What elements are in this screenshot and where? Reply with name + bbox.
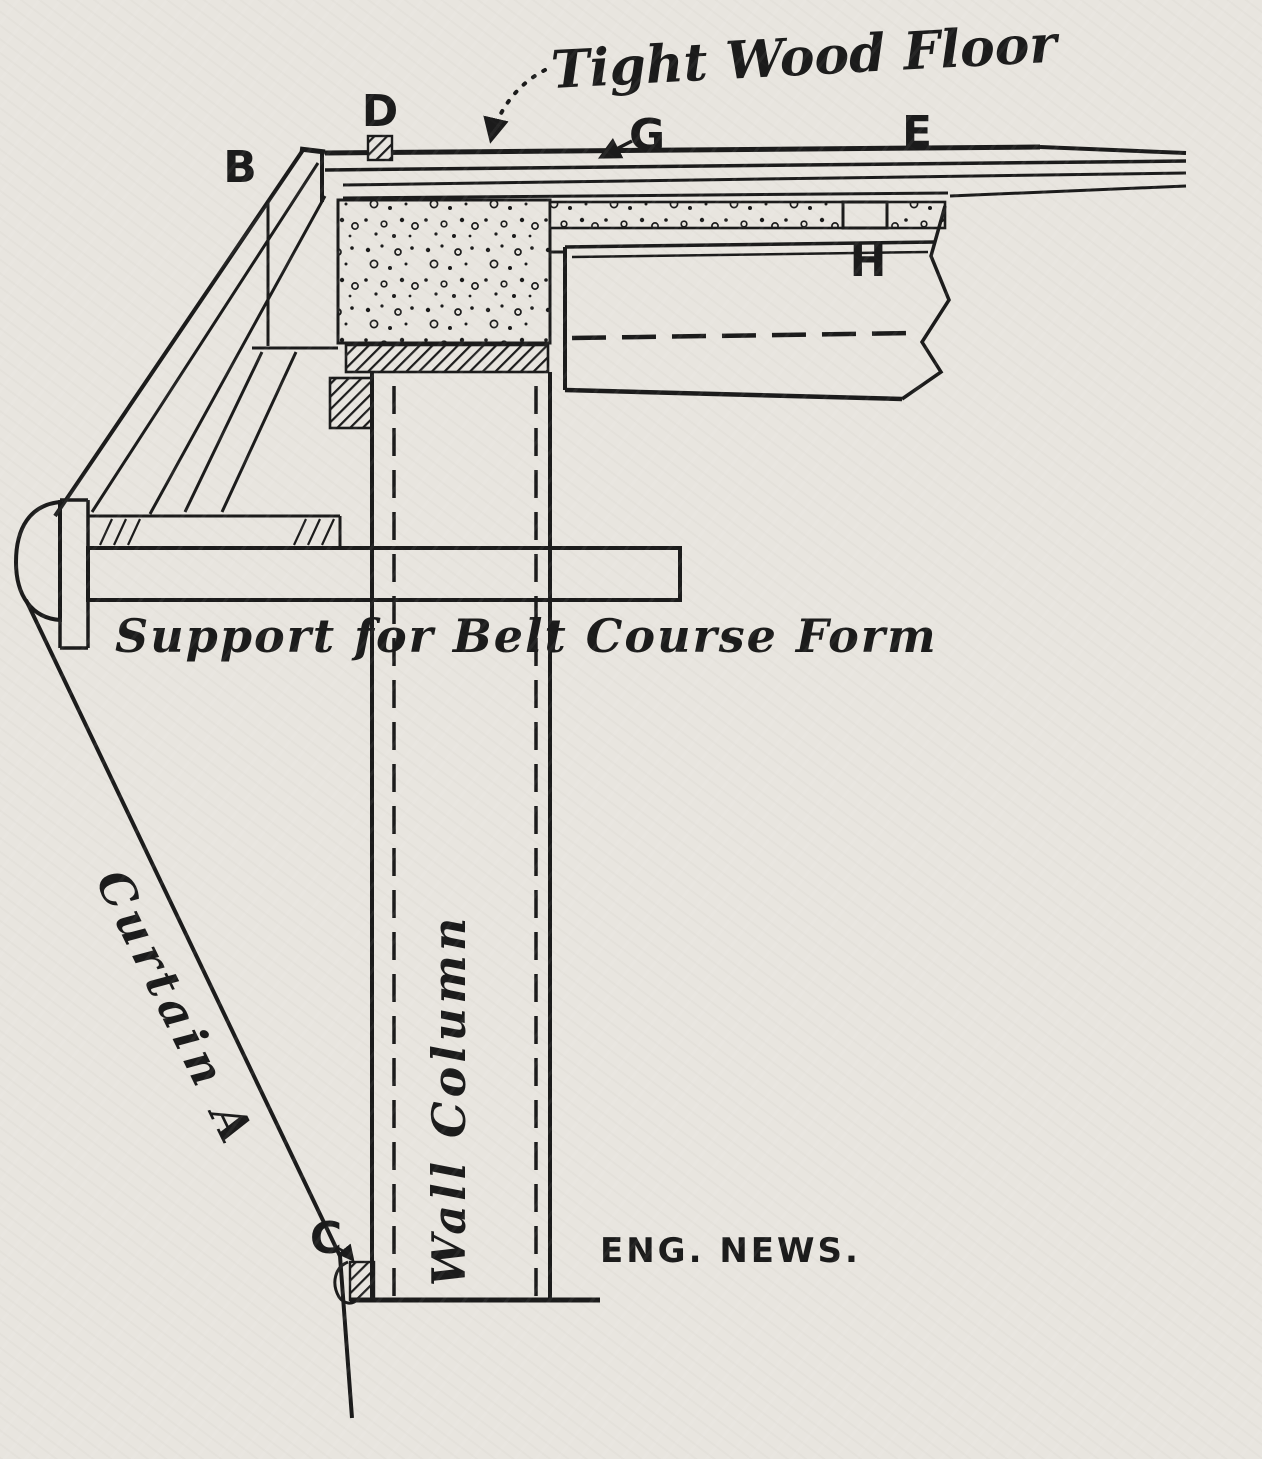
concrete-beam-section (550, 205, 951, 402)
leader-arrows (337, 68, 633, 1262)
hatched-key-d (366, 134, 394, 162)
label-curtain-a: Curtain A (85, 861, 266, 1156)
label-wall-column: Wall Column (422, 914, 476, 1287)
concrete-slab (336, 198, 947, 345)
support-end-cap (13, 498, 90, 650)
c-leader (337, 1243, 355, 1262)
label-support-belt-course: Support for Belt Course Form (115, 609, 938, 663)
beam-break-line (901, 205, 951, 401)
g-arrow (597, 138, 633, 159)
label-credit: ENG. NEWS. (600, 1231, 861, 1271)
wall-column-form (350, 372, 600, 1303)
sloped-bracket (53, 148, 338, 518)
hatch-ticks (99, 518, 335, 546)
hatched-block (328, 376, 374, 430)
label-point-d: D (362, 86, 399, 137)
support-bar (86, 546, 682, 602)
label-point-e: E (902, 107, 932, 158)
floor-label-arrow (483, 68, 547, 144)
beam-dashed-centerline (571, 330, 917, 341)
label-point-b: B (223, 142, 257, 193)
hatched-plank (344, 343, 550, 374)
belt-course-support (13, 498, 682, 650)
label-point-h: H (850, 236, 887, 287)
tight-wood-floor-planks (299, 144, 1187, 202)
label-tight-wood-floor: Tight Wood Floor (549, 13, 1061, 101)
curtain-hook (333, 1260, 359, 1305)
slab-blockout-h (841, 200, 889, 230)
label-point-g: G (629, 110, 665, 161)
label-point-c: C (310, 1213, 342, 1264)
